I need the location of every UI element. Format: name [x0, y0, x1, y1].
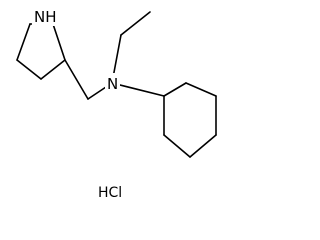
bond-c2-c3 [16, 59, 42, 80]
ethyl-group [111, 11, 151, 84]
bond-cy2-cy3 [185, 82, 217, 97]
amine-n-label: N [107, 75, 118, 93]
bond-c3-c4 [40, 59, 66, 80]
bond-cy4-cy5 [189, 134, 217, 158]
bond-cy1-cy2 [163, 82, 187, 97]
bond-n1-c2 [16, 23, 31, 61]
pyrrolidine-ring [16, 23, 66, 80]
bond-cy5-cy6 [163, 134, 191, 158]
bond-c4-ch2 [64, 59, 89, 100]
bond-c4-c5 [52, 23, 66, 61]
salt-label: HCl [98, 185, 122, 201]
bond-n-cyclohexyl [111, 82, 165, 97]
methylene-linker [64, 59, 113, 100]
cyclohexane-ring [163, 82, 217, 158]
bond-ethyl-ch3 [120, 11, 151, 36]
chemical-structure: NH N HCl [16, 6, 217, 201]
label-mask-nh [32, 6, 56, 26]
label-mask-n [105, 73, 120, 92]
pyrrolidine-nh-label: NH [34, 8, 57, 26]
